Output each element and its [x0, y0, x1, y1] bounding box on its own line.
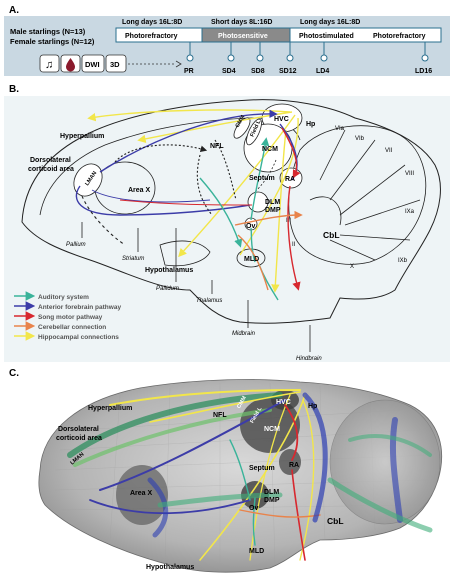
label-dmp-b: DMP: [265, 207, 281, 214]
panel-c: C.: [9, 368, 442, 573]
brain-outline: [21, 99, 441, 324]
cerebellum-3d: [329, 399, 441, 525]
photoperiod-short: Short days 8L:16D: [211, 19, 272, 26]
lobule-ixa: IXa: [405, 209, 415, 215]
label-cbl-c: CbL: [327, 516, 344, 526]
label-nfl-b: NFL: [210, 143, 224, 150]
phase-highlight: [201, 27, 291, 43]
lobule-ixb: IXb: [398, 258, 408, 264]
phase-4: Photorefractory: [373, 33, 426, 40]
ra-3d: [279, 449, 301, 475]
label-hyperpallium-b: Hyperpallium: [60, 133, 104, 140]
brain-mesh: [54, 382, 431, 570]
label-cmm-c: CMM: [236, 395, 248, 410]
label-septum-c: Septum: [249, 465, 275, 472]
panel-b-label: B.: [9, 84, 19, 95]
lobule-vii: VII: [385, 148, 393, 154]
label-thalamus: Thalamus: [196, 298, 222, 304]
label-mld-b: MLD: [244, 256, 259, 263]
female-cohort: Female starlings (N=12): [10, 37, 95, 46]
label-dorsolateral-b-2: corticoid area: [28, 166, 74, 173]
label-dlm-c: DLM: [264, 489, 279, 496]
phase-1: Photorefractory: [125, 33, 178, 40]
label-ra-c: RA: [289, 462, 299, 469]
pathways-b: [75, 109, 303, 301]
septum-boundary: [254, 159, 277, 193]
phase-2: Photosensitive: [218, 33, 268, 40]
legend-smp: Song motor pathway: [38, 314, 103, 321]
male-cohort: Male starlings (N=13): [10, 27, 86, 36]
dwi-label: DWI: [85, 60, 100, 69]
division-ticks: [81, 222, 311, 352]
panel-a-label: A.: [9, 5, 19, 16]
label-ra-b: RA: [285, 176, 295, 183]
label-nfl-c: NFL: [213, 412, 227, 419]
label-midbrain: Midbrain: [232, 331, 256, 337]
threed-label: 3D: [110, 60, 120, 69]
label-ov-c: Ov: [249, 505, 258, 512]
label-dorsolateral-c-2: corticoid area: [56, 435, 102, 442]
label-hvc-b: HVC: [274, 116, 289, 123]
label-mld-c: MLD: [249, 548, 264, 555]
legend-auditory: Auditory system: [38, 294, 89, 301]
photoperiod-long-1: Long days 16L:8D: [122, 19, 182, 26]
label-area-x-b: Area X: [128, 187, 151, 194]
timepoint-ld16: LD16: [415, 68, 432, 75]
panel-b: B. VIa VIb VII VIII IXa IXb X III II: [4, 84, 450, 362]
panel-a: A. Male starlings (N=13) Female starling…: [4, 5, 450, 76]
label-hindbrain: Hindbrain: [296, 356, 322, 362]
cmm-region: [233, 117, 251, 139]
music-note-glyph: ♫: [45, 59, 53, 71]
label-dlm-b: DLM: [265, 199, 280, 206]
label-hypothalamus-b: Hypothalamus: [145, 267, 193, 274]
label-cbl-b: CbL: [323, 230, 340, 240]
label-ov-b: Ov: [246, 223, 255, 230]
field-l-region: [246, 118, 262, 146]
modality-arrow-head: [175, 60, 182, 68]
label-pallidum: Pallidum: [156, 286, 179, 292]
timepoint-ld4: LD4: [316, 68, 329, 75]
photoperiod-long-2: Long days 16L:8D: [300, 19, 360, 26]
label-ncm-c: NCM: [264, 426, 280, 433]
label-dorsolateral-b-1: Dorsolateral: [30, 157, 71, 164]
label-hvc-c: HVC: [276, 399, 291, 406]
label-area-x-c: Area X: [130, 490, 153, 497]
label-striatum: Striatum: [122, 256, 144, 262]
panel-c-label: C.: [9, 368, 19, 379]
timepoint-sd8: SD8: [251, 68, 265, 75]
music-note-icon: [39, 54, 60, 73]
legend: Auditory system Anterior forebrain pathw…: [14, 291, 121, 341]
lobule-x: X: [350, 264, 354, 270]
lman-region: [73, 163, 103, 197]
lobule-via: VIa: [335, 126, 345, 132]
label-septum-b: Septum: [249, 175, 275, 182]
timepoint-pr: PR: [184, 68, 194, 75]
label-dmp-c: DMP: [264, 497, 280, 504]
label-pallium: Pallium: [66, 242, 86, 248]
label-ncm-b: NCM: [262, 146, 278, 153]
blood-drop-shape: [66, 58, 75, 72]
label-hp-c: Hp: [308, 403, 317, 410]
lobule-vib: VIb: [355, 136, 365, 142]
label-cmm-b: CMM: [235, 114, 247, 129]
panel-b-background: [4, 96, 450, 362]
label-hypothalamus-c: Hypothalamus: [146, 564, 194, 571]
dwi-box: [81, 54, 105, 73]
cerebellum: [288, 125, 427, 265]
tracts-3d: [67, 389, 433, 561]
label-dorsolateral-c-1: Dorsolateral: [58, 426, 99, 433]
timepoint-sd4: SD4: [222, 68, 236, 75]
timepoint-sd12: SD12: [279, 68, 297, 75]
legend-cerebellar: Cerebellar connection: [38, 324, 106, 331]
phase-3: Photostimulated: [299, 33, 354, 40]
legend-afp: Anterior forebrain pathway: [38, 304, 121, 311]
lobule-ii: II: [292, 242, 296, 248]
threed-box: [105, 54, 127, 73]
lobule-viii: VIII: [405, 171, 414, 177]
label-hp-b: Hp: [306, 121, 315, 128]
label-hyperpallium-c: Hyperpallium: [88, 405, 132, 412]
timepoint-markers: [186, 42, 429, 62]
legend-hippocampal: Hippocampal connections: [38, 334, 119, 341]
